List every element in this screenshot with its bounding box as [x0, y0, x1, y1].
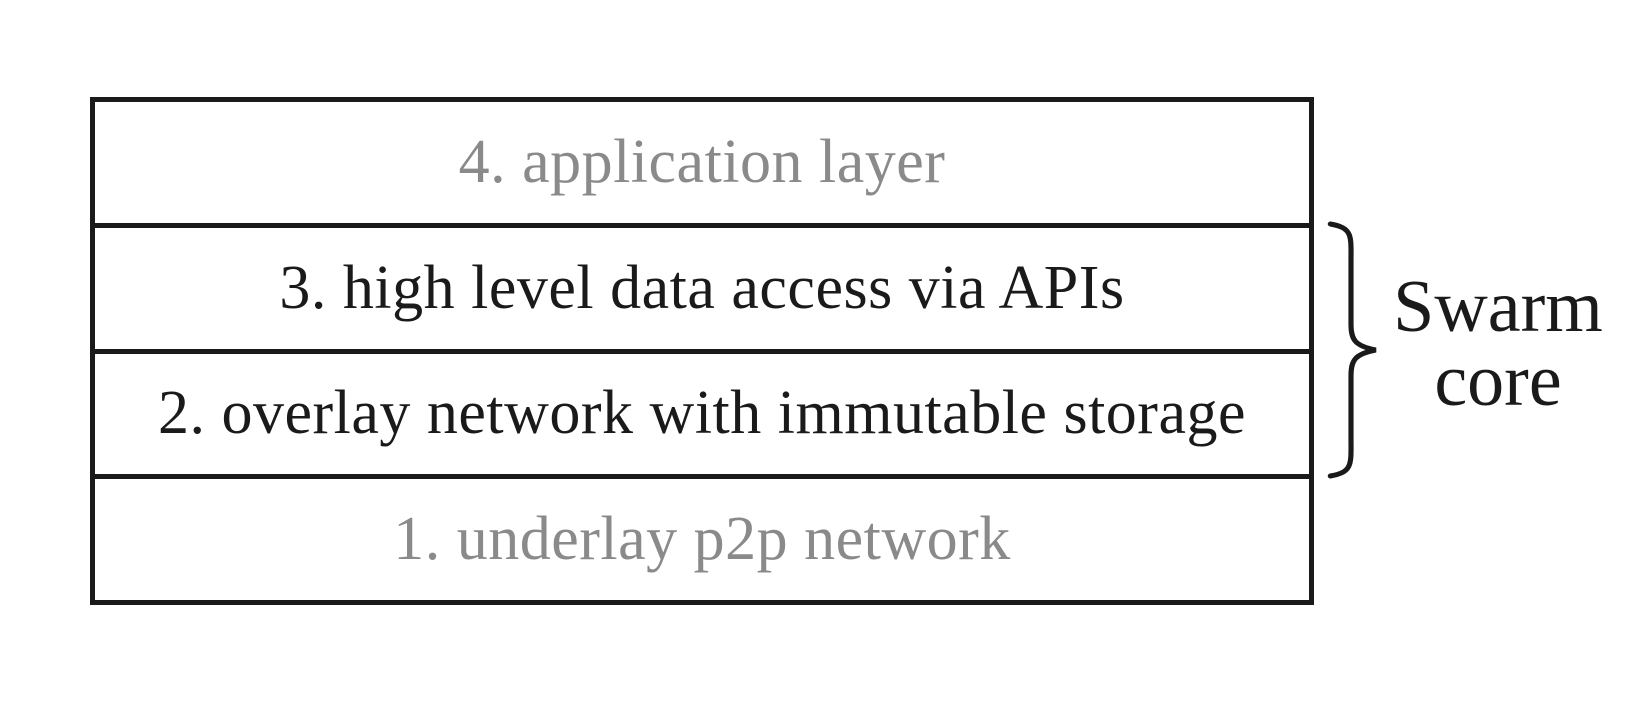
- brace-label-line1: Swarm: [1393, 266, 1603, 348]
- brace-label-line2: core: [1434, 340, 1562, 422]
- layer-row-underlay-network: 1. underlay p2p network: [393, 505, 1011, 574]
- layer-row-overlay-network: 2. overlay network with immutable storag…: [95, 354, 1309, 480]
- layer-row-application: 4. application layer: [95, 102, 1309, 228]
- right-curly-brace: [1327, 221, 1377, 479]
- layer-row-api-access: 3. high level data access via APIs: [95, 228, 1309, 354]
- layer-stack-box: 4. application layer 3. high level data …: [90, 97, 1314, 605]
- brace-label-swarm-core: Swarm core: [1378, 270, 1618, 418]
- curly-brace-path: [1327, 221, 1377, 479]
